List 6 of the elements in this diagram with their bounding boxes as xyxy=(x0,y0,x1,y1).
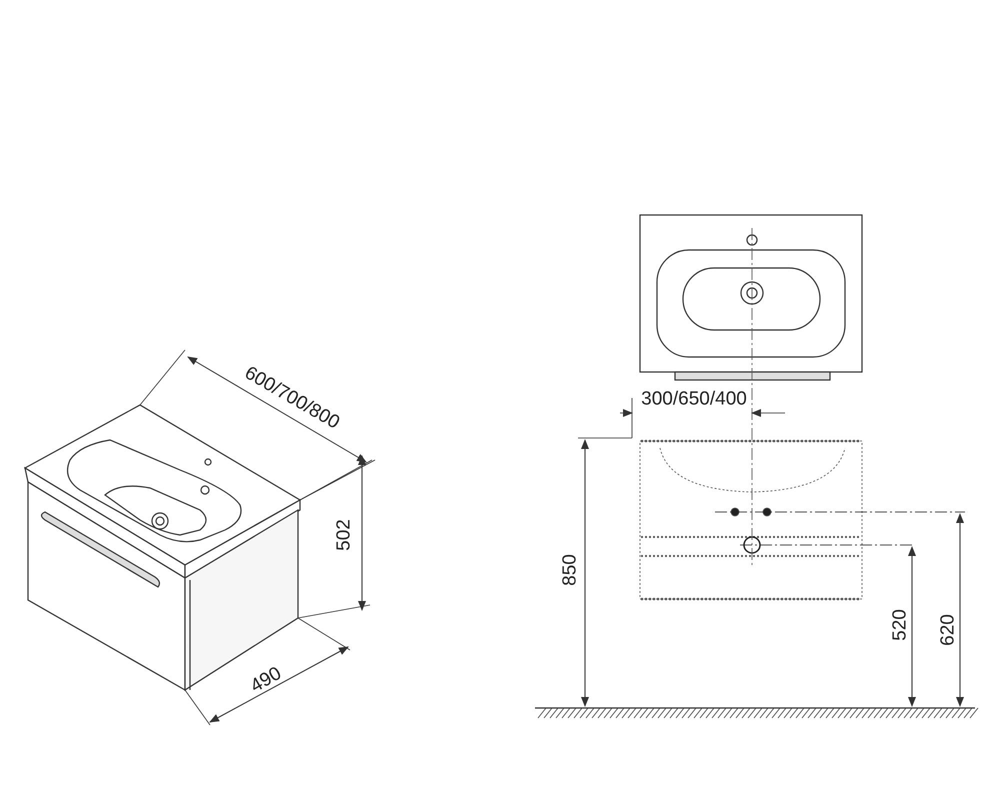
dimension-label: 620 xyxy=(938,614,958,646)
dimension-label: 850 xyxy=(560,554,580,586)
dimension-label: 502 xyxy=(334,519,354,551)
dimension-label: 490 xyxy=(248,664,284,696)
dimension-label: 520 xyxy=(890,609,910,641)
dimension-label: 300/650/400 xyxy=(641,390,747,408)
